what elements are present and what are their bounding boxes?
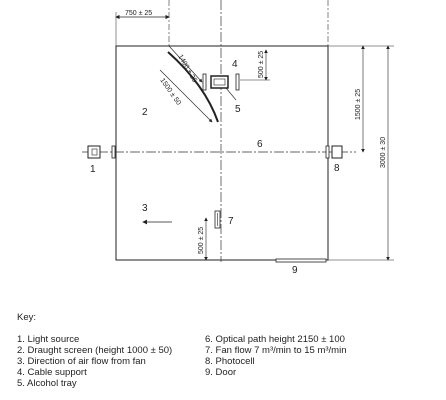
label-7: 7 — [228, 216, 234, 227]
label-5: 5 — [235, 104, 241, 115]
key-title: Key: — [17, 312, 37, 323]
door — [275, 258, 327, 263]
key-item-air-flow: 3. Direction of air flow from fan — [17, 356, 146, 367]
test-room-plan-diagram: 750 ± 25 1400 ± 25 1500 ± 50 500 ± 25 15… — [82, 0, 394, 276]
key-item-photocell: 8. Photocell — [205, 356, 255, 367]
light-source — [87, 145, 101, 159]
draught-screen — [167, 51, 219, 123]
key-item-optical-path: 6. Optical path height 2150 ± 100 — [205, 334, 345, 345]
dim-screen-radius-b: 1500 ± 50 — [158, 77, 182, 107]
key-item-door: 9. Door — [205, 367, 237, 378]
key-item-cable-support: 4. Cable support — [17, 367, 87, 378]
cable-support-right — [235, 73, 240, 91]
label-8: 8 — [334, 163, 340, 174]
alcohol-tray — [210, 75, 229, 89]
dim-room-depth: 3000 ± 30 — [380, 137, 387, 168]
dim-light-source-offset: 750 ± 25 — [125, 10, 152, 17]
key-item-light-source: 1. Light source — [17, 334, 80, 345]
key-column-left: 1. Light source 2. Draught screen (heigh… — [17, 334, 172, 389]
key-item-draught-screen: 2. Draught screen (height 1000 ± 50) — [17, 345, 173, 356]
label-4: 4 — [232, 59, 238, 70]
dim-fan-offset: 500 ± 25 — [198, 227, 205, 254]
label-6: 6 — [257, 139, 263, 150]
label-3: 3 — [142, 203, 148, 214]
label-1: 1 — [90, 164, 96, 175]
dim-path-to-mid: 1500 ± 25 — [355, 89, 362, 120]
key-item-fan-flow: 7. Fan flow 7 m³/min to 15 m³/min — [205, 345, 347, 356]
dim-screen-radius-a: 1400 ± 25 — [176, 54, 198, 85]
key-column-right: 6. Optical path height 2150 ± 100 7. Fan… — [205, 334, 346, 378]
dim-photocell-offset: 500 ± 25 — [258, 51, 265, 78]
photocell — [331, 145, 343, 159]
label-2: 2 — [142, 107, 148, 118]
cable-support-left — [202, 73, 207, 91]
key-item-alcohol-tray: 5. Alcohol tray — [17, 378, 77, 389]
label-9: 9 — [292, 265, 298, 276]
